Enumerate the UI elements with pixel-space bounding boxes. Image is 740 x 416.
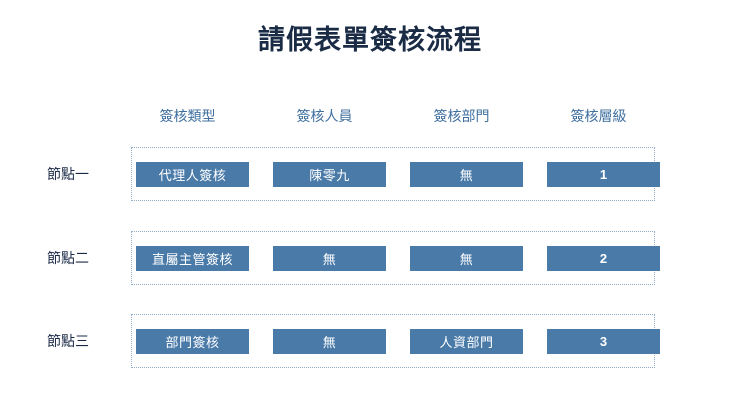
cell-approver[interactable]: 陳零九 [273,161,386,187]
node-label: 節點二 [47,250,89,266]
column-header-department: 簽核部門 [433,108,490,124]
node-row: 節點一 代理人簽核 陳零九 無 1 [0,147,740,201]
cell-level[interactable]: 3 [547,328,660,354]
column-header-approver: 簽核人員 [296,108,353,124]
cell-department[interactable]: 無 [410,245,523,271]
cell-approval-type[interactable]: 部門簽核 [136,328,249,354]
node-box: 部門簽核 無 人資部門 3 [131,314,660,368]
node-box: 直屬主管簽核 無 無 2 [131,231,660,285]
cell-approval-type[interactable]: 直屬主管簽核 [136,245,249,271]
column-header-approval-type: 簽核類型 [159,108,216,124]
node-row: 節點三 部門簽核 無 人資部門 3 [0,314,740,368]
column-header-row: 簽核類型 簽核人員 簽核部門 簽核層級 [131,106,655,126]
node-box: 代理人簽核 陳零九 無 1 [131,147,660,201]
node-label: 節點三 [47,333,89,349]
column-header-level: 簽核層級 [570,108,627,124]
page-title: 請假表單簽核流程 [258,25,482,55]
cell-approver[interactable]: 無 [273,245,386,271]
node-row: 節點二 直屬主管簽核 無 無 2 [0,231,740,285]
cell-approval-type[interactable]: 代理人簽核 [136,161,249,187]
node-label: 節點一 [47,166,89,182]
cell-department[interactable]: 人資部門 [410,328,523,354]
cell-approver[interactable]: 無 [273,328,386,354]
cell-department[interactable]: 無 [410,161,523,187]
cell-level[interactable]: 1 [547,161,660,187]
cell-level[interactable]: 2 [547,245,660,271]
